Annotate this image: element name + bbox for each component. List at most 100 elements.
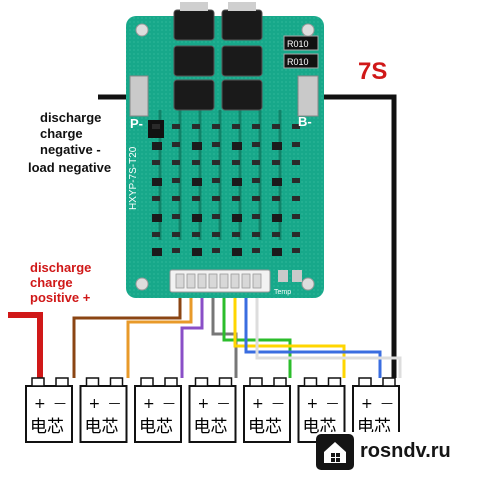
- smd-component: [172, 142, 180, 147]
- cell-body: [134, 385, 182, 443]
- smd-component: [192, 124, 200, 129]
- balance-wire: [72, 292, 182, 378]
- smd-component: [152, 178, 162, 186]
- smd-component: [212, 196, 220, 201]
- pin-b-minus: B-: [298, 114, 312, 129]
- smd-component: [172, 124, 180, 129]
- smd-component: [272, 232, 280, 237]
- smd-component: [272, 124, 280, 129]
- balance-wire: [233, 292, 346, 378]
- smd-component: [192, 142, 202, 150]
- watermark: rosndv.ru: [316, 432, 476, 472]
- watermark-text: rosndv.ru: [360, 440, 451, 462]
- smd-component: [152, 248, 162, 256]
- smd-component: [252, 124, 260, 129]
- battery-cell: +—电芯: [134, 377, 182, 443]
- smd-component: [252, 232, 260, 237]
- smd-component: [212, 160, 220, 165]
- cell-name: 电芯: [139, 417, 173, 437]
- smd-component: [172, 160, 180, 165]
- positive-terminal-label: discharge charge positive +: [30, 260, 92, 305]
- smd-component: [172, 248, 180, 253]
- cell-plus-sign: +: [34, 396, 46, 412]
- smd-component: [192, 160, 200, 165]
- smd-component: [252, 248, 260, 253]
- cell-terminal: [164, 377, 178, 387]
- smd-component: [232, 142, 242, 150]
- smd-component: [232, 248, 242, 256]
- smd-component: [152, 232, 160, 237]
- smd-component: [212, 142, 220, 147]
- smd-component: [212, 232, 220, 237]
- house-icon: [316, 434, 354, 470]
- cell-terminal: [327, 377, 342, 387]
- smd-component: [292, 232, 300, 237]
- balance-wire: [180, 292, 204, 378]
- cell-minus-sign: —: [218, 396, 230, 410]
- cell-name: 电芯: [194, 417, 228, 437]
- cell-terminal: [249, 377, 263, 387]
- smd-component: [272, 248, 282, 256]
- battery-cell: +—电芯: [25, 377, 73, 443]
- cell-terminal: [55, 377, 69, 387]
- smd-component: [192, 196, 200, 201]
- smd-component: [232, 196, 240, 201]
- cell-plus-sign: +: [198, 396, 210, 412]
- temp-label: Temp: [274, 289, 291, 296]
- cell-terminal: [194, 377, 209, 387]
- cell-terminal: [109, 377, 124, 387]
- cell-terminal: [218, 377, 233, 387]
- negative-terminal-label: discharge charge negative -: [40, 110, 102, 157]
- smd-component: [232, 124, 240, 129]
- cell-config-label: 7S: [358, 58, 388, 85]
- cell-body: [243, 385, 291, 443]
- smd-component: [272, 142, 282, 150]
- cell-terminal: [140, 377, 154, 387]
- smd-component: [152, 124, 160, 129]
- smd-component: [272, 178, 282, 186]
- balance-wires: [72, 292, 402, 378]
- cell-terminal: [303, 377, 318, 387]
- cell-body: [79, 385, 128, 443]
- cell-plus-sign: +: [307, 396, 319, 412]
- smd-component: [252, 142, 260, 147]
- cell-minus-sign: —: [327, 396, 339, 410]
- smd-component: [192, 232, 200, 237]
- smd-component: [292, 142, 300, 147]
- smd-component: [172, 232, 180, 237]
- b-minus-wire: [318, 94, 397, 378]
- smd-component: [152, 142, 162, 150]
- cell-plus-sign: +: [143, 396, 155, 412]
- smd-component: [192, 214, 202, 222]
- main-wires: [8, 94, 397, 378]
- cell-terminal: [31, 377, 45, 387]
- smd-component: [232, 214, 242, 222]
- cell-minus-sign: —: [381, 396, 393, 410]
- cell-terminal: [85, 377, 100, 387]
- smd-component: [172, 178, 180, 183]
- balance-wire: [244, 292, 382, 378]
- battery-cell: + — 电芯: [188, 377, 237, 443]
- smd-component: [252, 214, 260, 219]
- smd-component: [292, 124, 300, 129]
- cell-plus-sign: +: [361, 396, 373, 412]
- smd-component: [292, 196, 300, 201]
- smd-component: [252, 178, 260, 183]
- smd-component: [212, 178, 220, 183]
- balance-wire: [126, 292, 193, 378]
- smd-component: [292, 160, 300, 165]
- smd-component: [272, 196, 280, 201]
- smd-component: [192, 248, 202, 256]
- cell-body: [188, 385, 237, 443]
- pcb-board: P- B- R010 R010 Temp HXYP-7S-T20: [126, 2, 324, 298]
- cell-terminal: [273, 377, 287, 387]
- battery-cell: +—电芯: [79, 377, 128, 443]
- cell-name: 电芯: [85, 417, 119, 437]
- smd-component: [232, 232, 240, 237]
- smd-component: [152, 214, 162, 222]
- cell-plus-sign: +: [252, 396, 264, 412]
- smd-component: [212, 124, 220, 129]
- cell-plus-sign: +: [89, 396, 101, 412]
- board-model: HXYP-7S-T20: [128, 146, 139, 210]
